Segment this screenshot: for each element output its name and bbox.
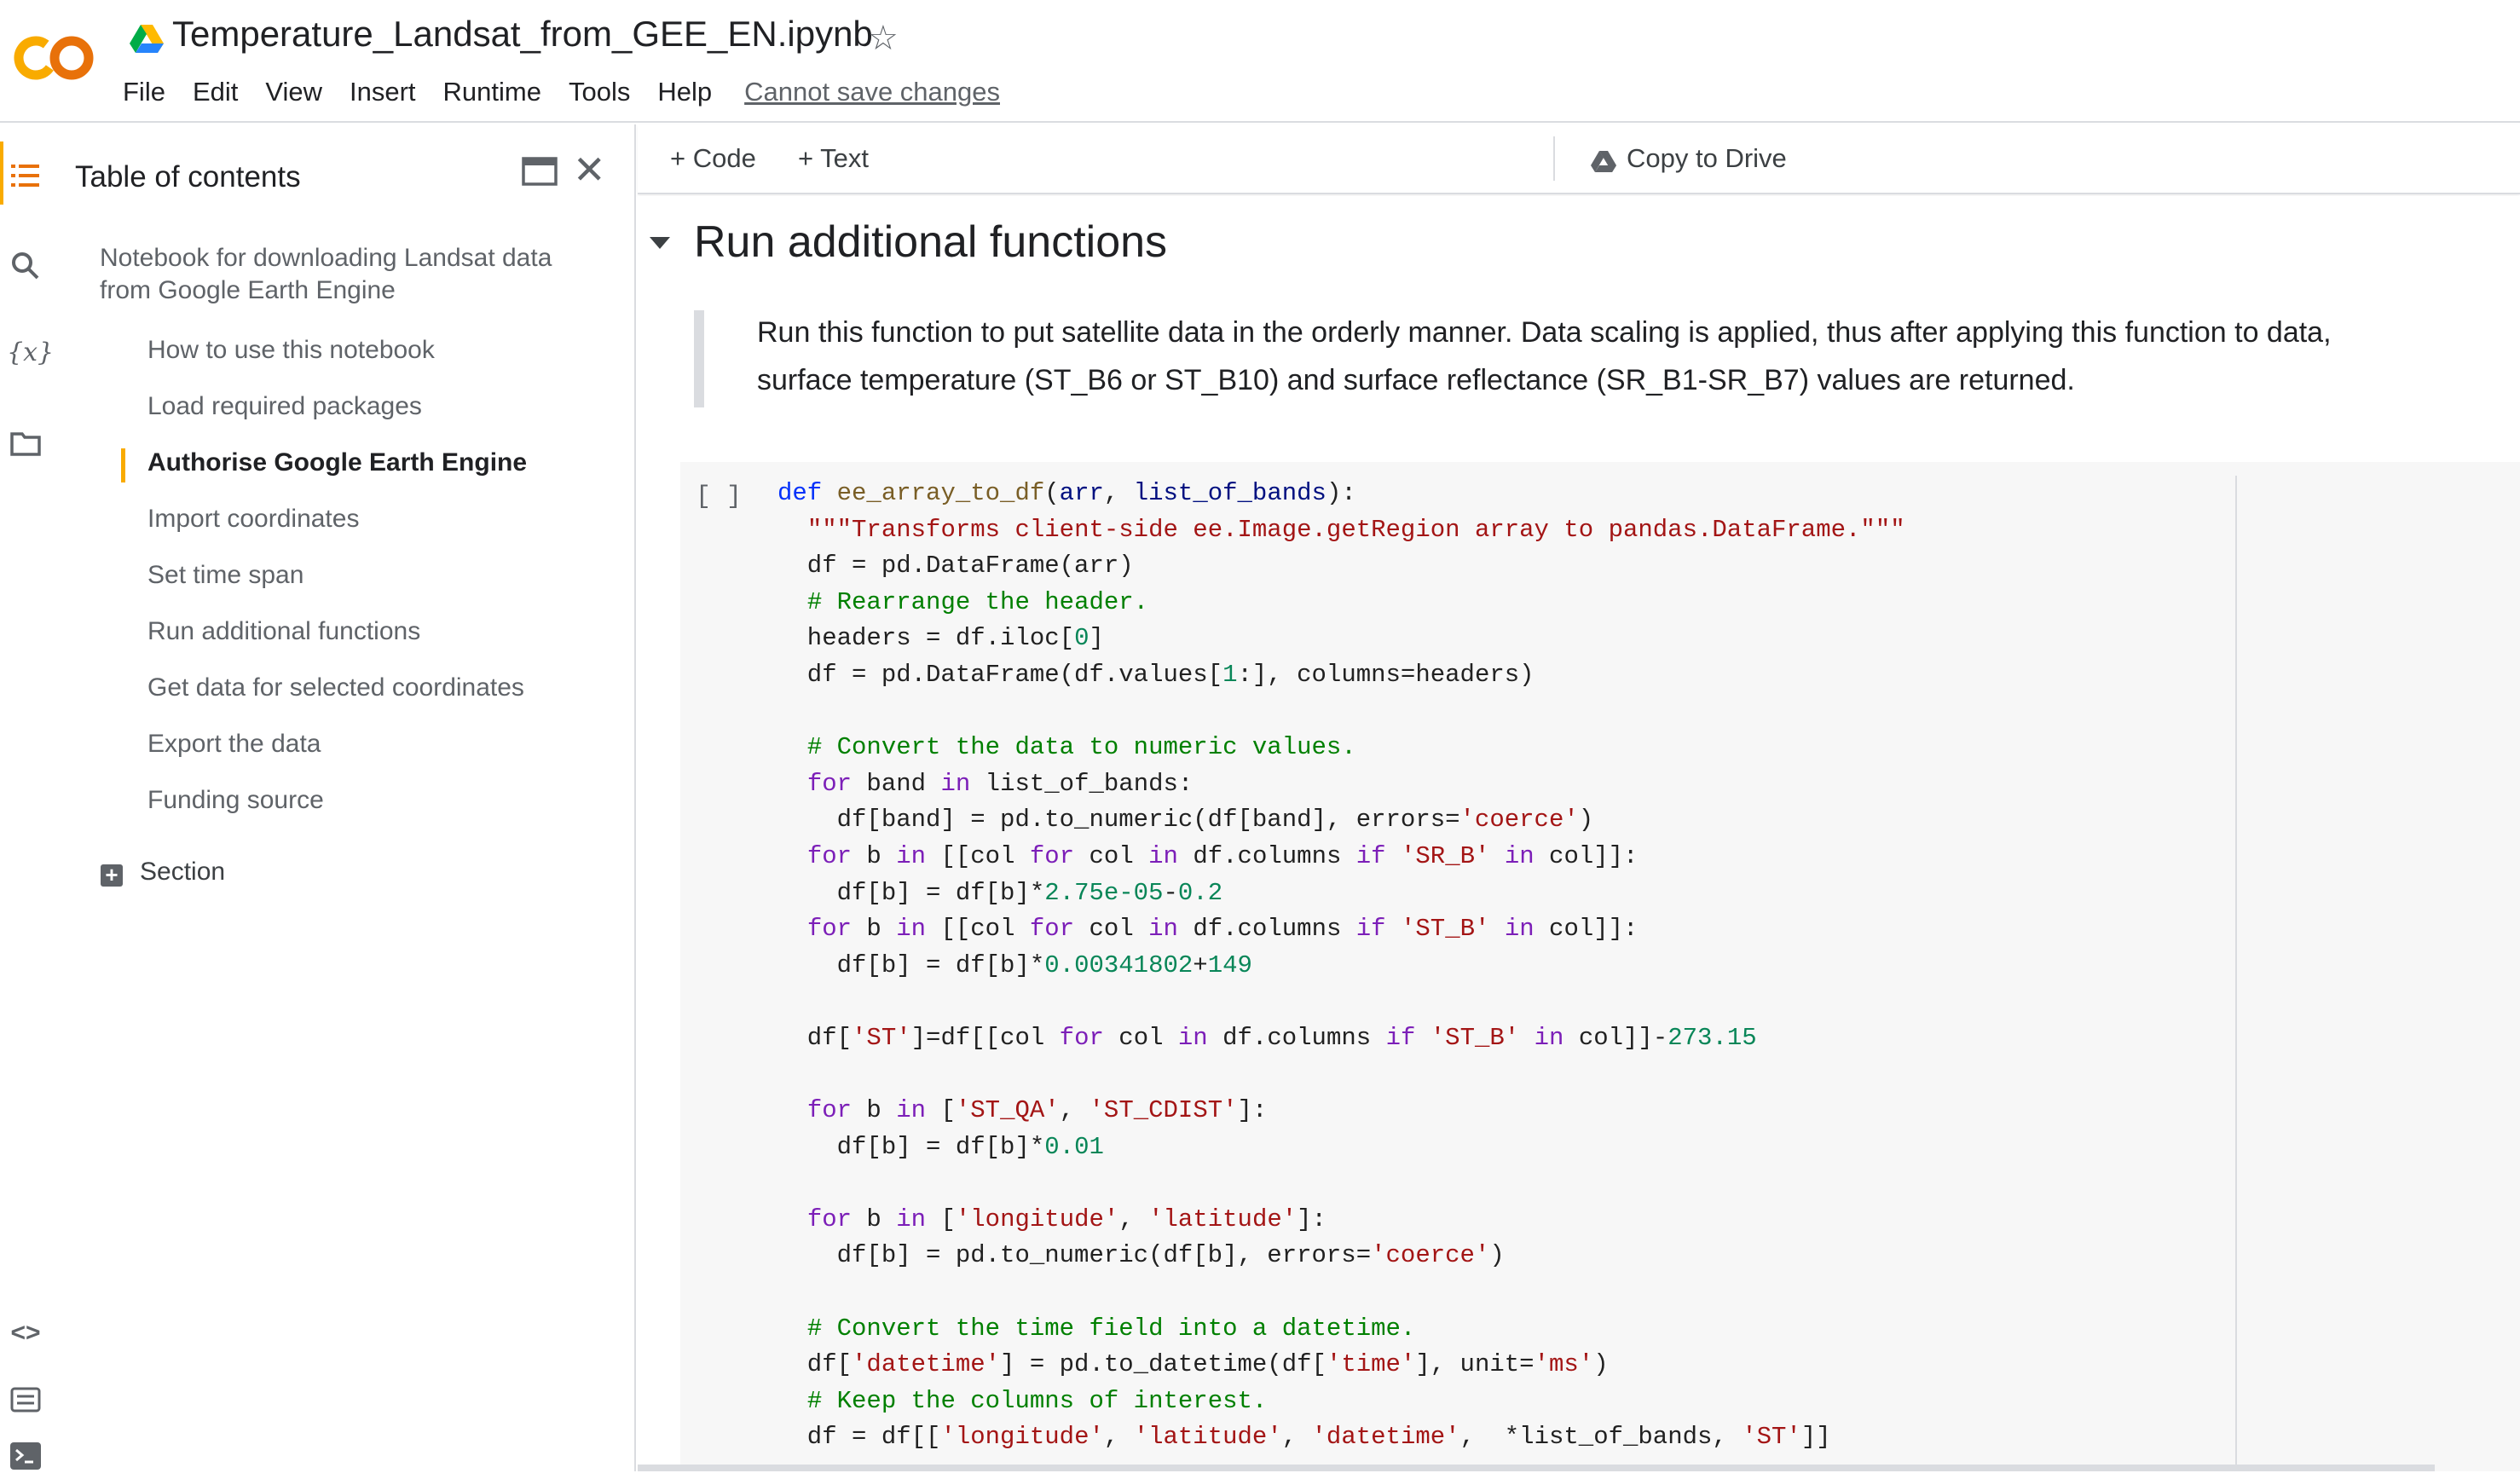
menu-tools[interactable]: Tools: [568, 77, 631, 107]
plus-icon: +: [670, 143, 686, 173]
menu-help[interactable]: Help: [657, 77, 713, 107]
close-icon[interactable]: ✕: [573, 147, 606, 192]
code-cell[interactable]: [ ] def ee_array_to_df(arr, list_of_band…: [680, 462, 2520, 1471]
list-icon[interactable]: [7, 157, 44, 194]
notebook-area: Run additional functions Run this functi…: [638, 196, 2520, 1471]
plus-icon: +: [798, 143, 814, 173]
drive-icon: [1591, 151, 1616, 172]
star-icon[interactable]: ☆: [868, 20, 899, 57]
toc-item-funding[interactable]: Funding source: [147, 786, 324, 814]
toc-item-get-data[interactable]: Get data for selected coordinates: [147, 673, 524, 702]
toc-item-run-functions[interactable]: Run additional functions: [147, 617, 421, 645]
notebook-title[interactable]: Temperature_Landsat_from_GEE_EN.ipynb: [172, 14, 873, 54]
command-palette-icon[interactable]: [7, 1381, 44, 1418]
open-in-tab-icon[interactable]: [522, 157, 558, 186]
colab-logo[interactable]: [12, 29, 97, 84]
menu-view[interactable]: View: [265, 77, 323, 107]
add-section-icon[interactable]: +: [101, 864, 123, 887]
toc-item-set-time-span[interactable]: Set time span: [147, 561, 304, 589]
add-text-button[interactable]: + Text: [798, 140, 869, 177]
toc-item-label: Notebook for downloading Landsat data: [100, 244, 552, 272]
code-text[interactable]: def ee_array_to_df(arr, list_of_bands): …: [777, 479, 1905, 1452]
run-cell-button[interactable]: [ ]: [696, 482, 743, 511]
toc-item-label: from Google Earth Engine: [100, 276, 396, 304]
add-code-label: Code: [692, 143, 756, 173]
toolbar-divider: [1553, 136, 1555, 181]
code-editor[interactable]: def ee_array_to_df(arr, list_of_bands): …: [771, 476, 2237, 1471]
copy-to-drive-button[interactable]: Copy to Drive: [1627, 143, 1787, 173]
collapse-section-icon[interactable]: [650, 237, 670, 249]
toc-title: Table of contents: [75, 160, 301, 194]
save-notice-link[interactable]: Cannot save changes: [744, 77, 1000, 107]
toc-item-import-coordinates[interactable]: Import coordinates: [147, 505, 360, 533]
menu-edit[interactable]: Edit: [192, 77, 239, 107]
add-section-button[interactable]: Section: [140, 858, 226, 886]
table-of-contents-panel: Table of contents ✕ Notebook for downloa…: [51, 124, 636, 1471]
notebook-toolbar: + Code + Text Copy to Drive: [638, 124, 2520, 194]
menu-file[interactable]: File: [123, 77, 165, 107]
toc-item-notebook[interactable]: Notebook for downloading Landsat data fr…: [100, 242, 552, 307]
markdown-cell-bar: [694, 310, 704, 407]
horizontal-scrollbar[interactable]: [638, 1465, 2435, 1471]
menu-insert[interactable]: Insert: [350, 77, 416, 107]
toc-item-export[interactable]: Export the data: [147, 730, 321, 758]
add-code-button[interactable]: + Code: [670, 140, 756, 177]
section-heading: Run additional functions: [694, 217, 1168, 267]
toc-item-how-to-use[interactable]: How to use this notebook: [147, 336, 435, 364]
variables-icon[interactable]: {𝑥}: [7, 338, 55, 367]
add-text-label: Text: [820, 143, 870, 173]
app-header: Temperature_Landsat_from_GEE_EN.ipynb ☆ …: [0, 0, 2520, 123]
markdown-text-line: surface temperature (ST_B6 or ST_B10) an…: [757, 364, 2075, 396]
menu-runtime[interactable]: Runtime: [442, 77, 541, 107]
search-icon[interactable]: [7, 247, 44, 285]
side-rail: {𝑥} <>: [0, 124, 55, 1471]
toc-item-load-packages[interactable]: Load required packages: [147, 392, 422, 420]
toc-item-authorise[interactable]: Authorise Google Earth Engine: [147, 448, 528, 477]
terminal-icon[interactable]: [7, 1437, 44, 1475]
folder-icon[interactable]: [7, 425, 44, 462]
toc-active-marker: [121, 448, 125, 482]
rail-active-indicator: [0, 142, 3, 205]
google-drive-icon: [130, 25, 164, 53]
menu-bar: File Edit View Insert Runtime Tools Help…: [123, 73, 1027, 111]
code-snippets-icon[interactable]: <>: [10, 1319, 41, 1347]
markdown-text-line: Run this function to put satellite data …: [757, 316, 2332, 349]
